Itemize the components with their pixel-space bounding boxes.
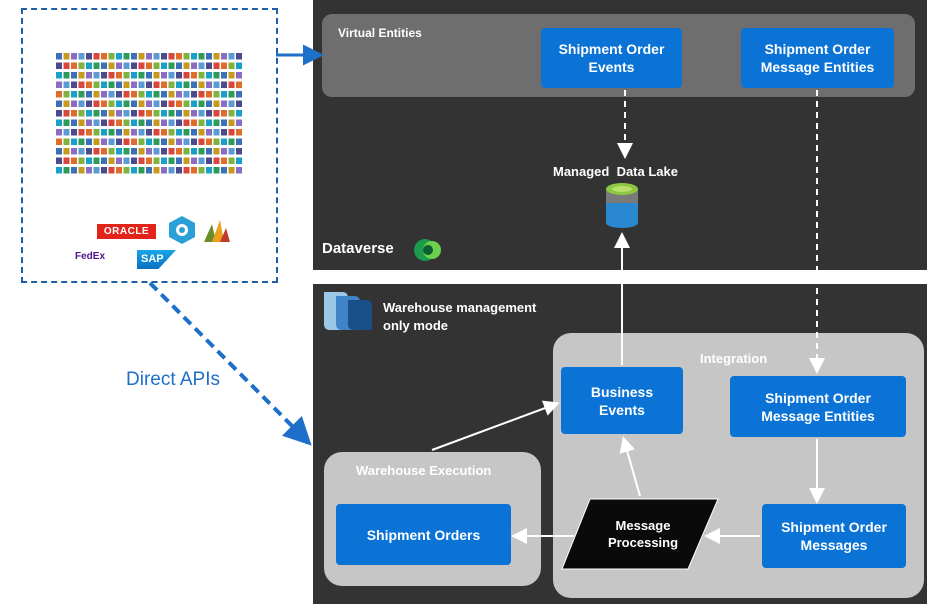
message-processing-label: Message Processing xyxy=(607,518,679,550)
warehouse-execution-to-business-events-arrow xyxy=(431,400,560,451)
wms-label-line2: only mode xyxy=(383,318,449,333)
integration-label: Integration xyxy=(700,351,768,366)
shipment-order-messages-label: Shipment Order Messages xyxy=(781,519,887,553)
oracle-logo-text: ORACLE xyxy=(103,226,150,237)
warehouse-execution-label: Warehouse Execution xyxy=(356,463,492,478)
oracle-logo-icon: ORACLE xyxy=(97,224,156,239)
dataverse-logo-icon xyxy=(414,239,441,261)
connectors-frame xyxy=(21,8,278,283)
connectors-grid-icon xyxy=(56,53,242,174)
shipment-order-events-box: Shipment Order Events xyxy=(541,28,682,88)
virtual-entities-label: Virtual Entities xyxy=(338,26,422,40)
shipment-orders-label: Shipment Orders xyxy=(366,526,481,543)
shipment-order-message-entities-top-box: Shipment Order Message Entities xyxy=(741,28,894,88)
fedex-logo-icon: FedEx xyxy=(75,251,105,262)
managed-data-lake-label: Managed Data Lake xyxy=(553,164,678,179)
shipment-order-events-label: Shipment Order Events xyxy=(558,41,665,75)
business-events-label: Business Events xyxy=(590,383,654,418)
managed-data-lake-icon xyxy=(606,183,638,228)
shipment-order-message-entities-top-label: Shipment Order Message Entities xyxy=(760,41,875,75)
wms-label-line1: Warehouse management xyxy=(383,300,537,315)
shipment-order-message-entities-integration-label: Shipment Order Message Entities xyxy=(761,389,875,424)
logic-apps-icon xyxy=(169,216,195,244)
dynamics-logo-icon xyxy=(204,220,230,242)
dataverse-label: Dataverse xyxy=(322,240,394,257)
shipment-order-message-entities-integration-box: Shipment Order Message Entities xyxy=(730,376,906,437)
processing-to-business-events-arrow xyxy=(619,436,641,497)
business-events-box: Business Events xyxy=(561,367,683,434)
shipment-order-messages-box: Shipment Order Messages xyxy=(762,504,906,568)
direct-apis-label: Direct APIs xyxy=(126,369,220,390)
sap-logo-text: SAP xyxy=(141,253,164,265)
shipment-orders-box: Shipment Orders xyxy=(336,504,511,565)
direct-apis-arrow xyxy=(148,281,312,446)
fedex-logo-text: FedEx xyxy=(75,251,106,262)
message-processing-shape xyxy=(561,498,719,570)
wms-logo-icon xyxy=(324,292,372,330)
